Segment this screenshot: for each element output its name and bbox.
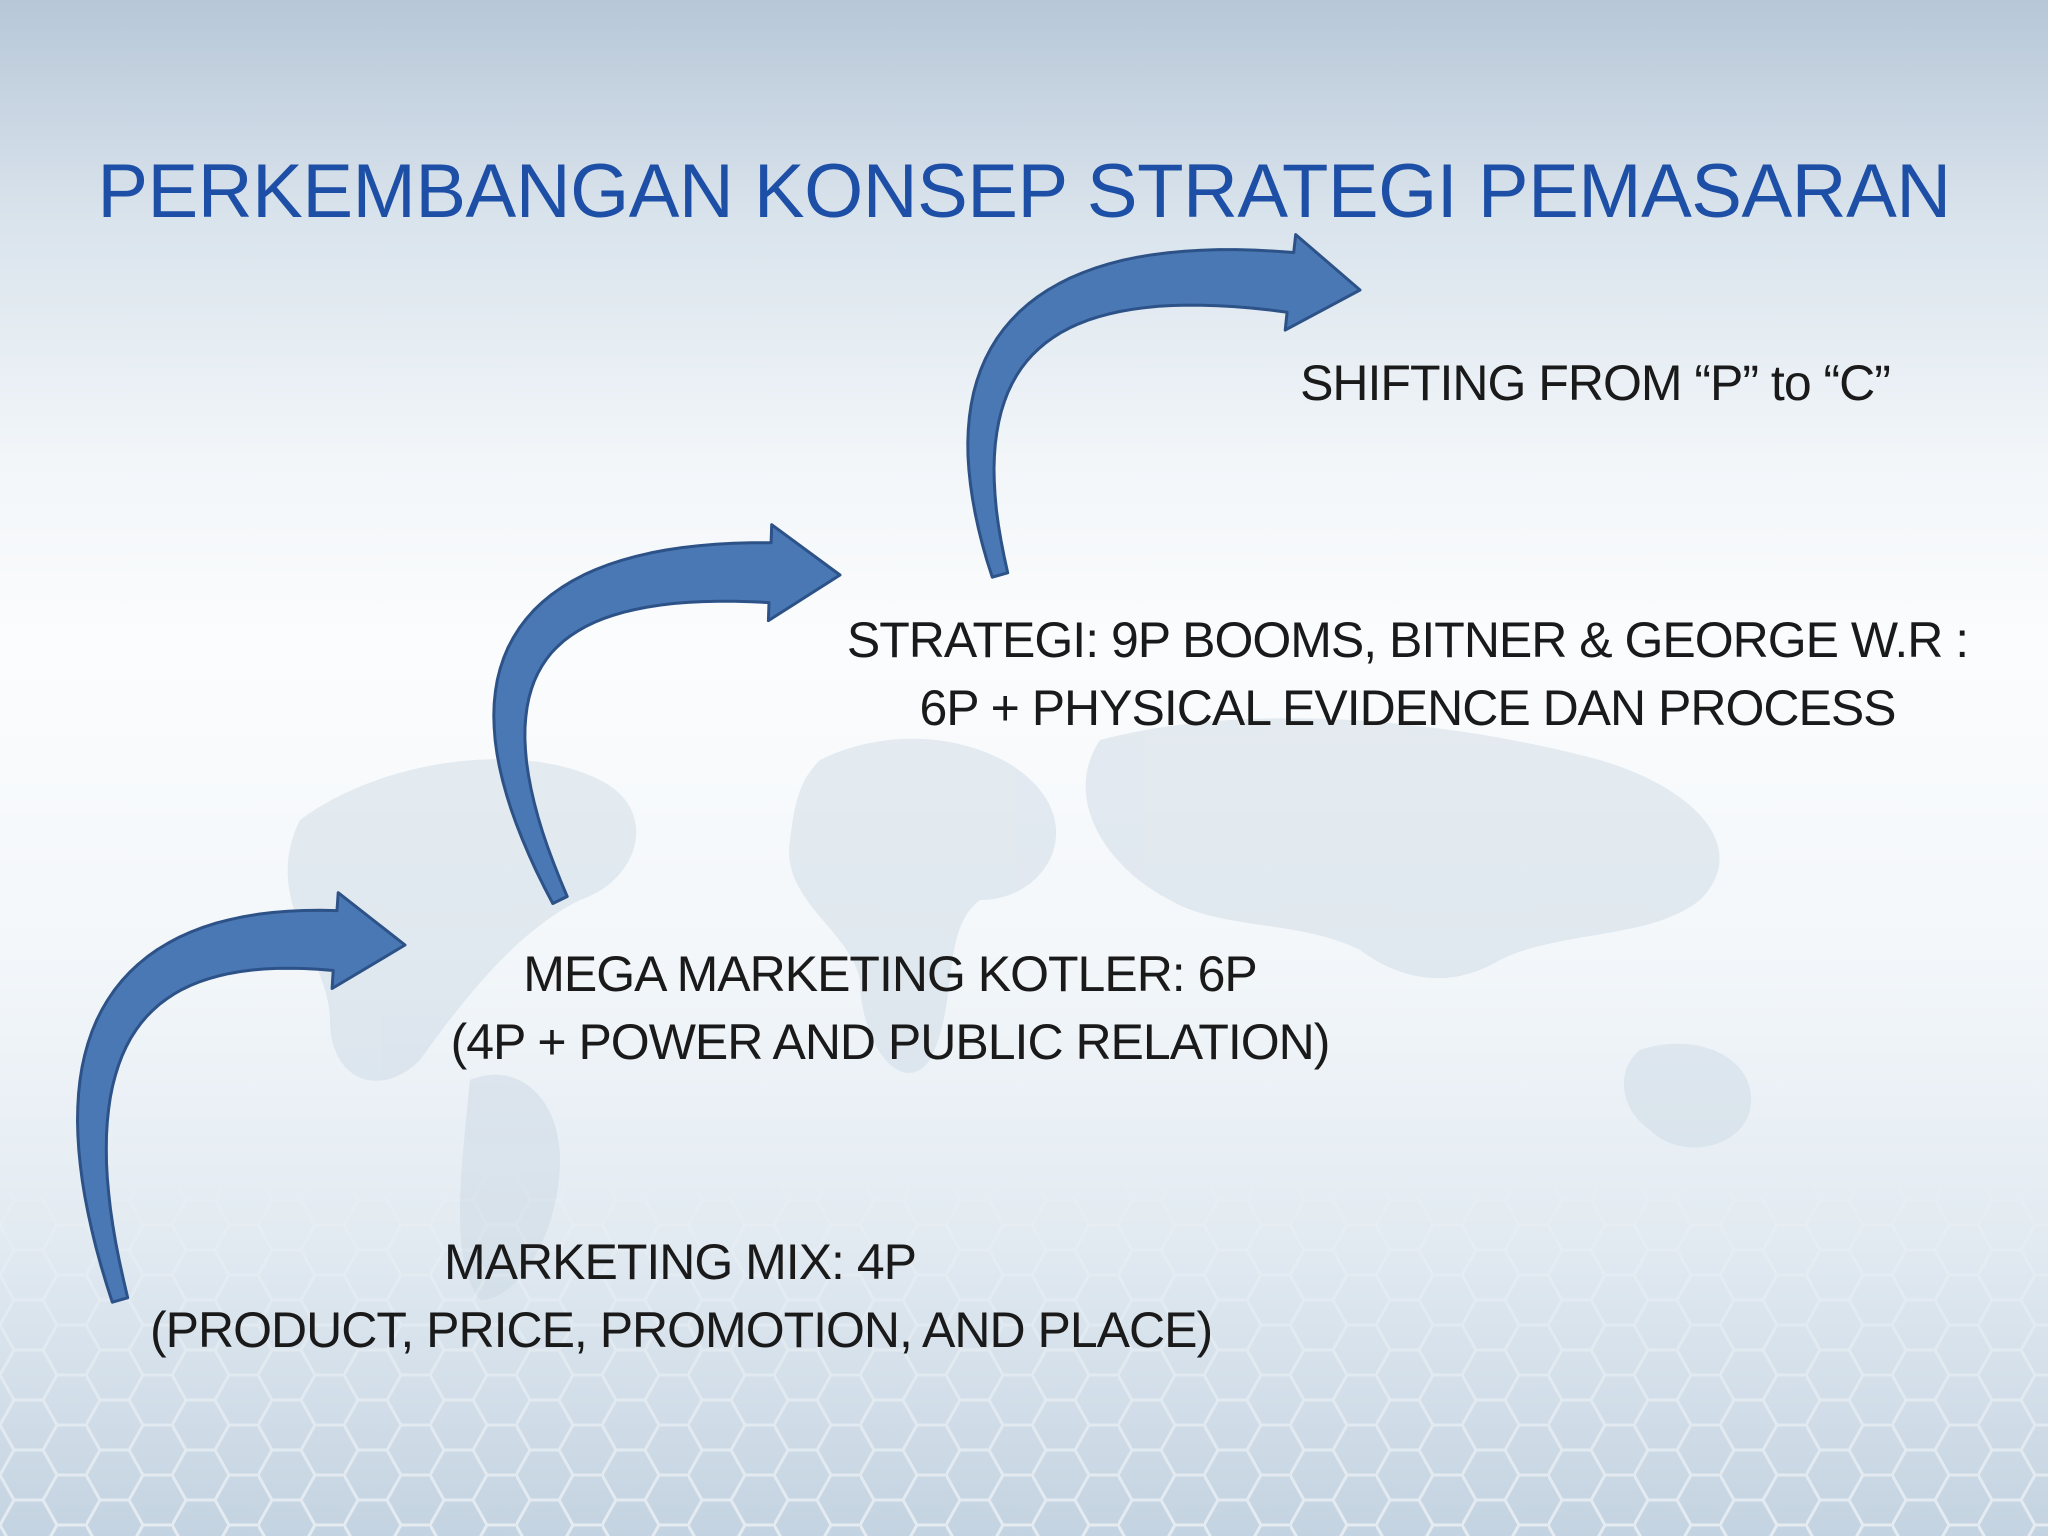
stage-mega-marketing: MEGA MARKETING KOTLER: 6P (4P + POWER AN… (440, 940, 1340, 1076)
stage-line: 6P + PHYSICAL EVIDENCE DAN PROCESS (919, 680, 1896, 736)
page-title: PERKEMBANGAN KONSEP STRATEGI PEMASARAN (97, 149, 1951, 234)
curved-arrow-icon (76, 891, 407, 1304)
curved-arrow-icon (492, 523, 842, 905)
stage-line: MARKETING MIX: 4P (444, 1234, 917, 1290)
stage-line: MEGA MARKETING KOTLER: 6P (523, 946, 1258, 1002)
stage-line: STRATEGI: 9P BOOMS, BITNER & GEORGE W.R … (846, 612, 1969, 668)
stage-line: (PRODUCT, PRICE, PROMOTION, AND PLACE) (150, 1302, 1213, 1358)
curved-arrow-icon (966, 233, 1362, 579)
world-map-watermark (287, 718, 1752, 1300)
stage-marketing-mix: MARKETING MIX: 4P (PRODUCT, PRICE, PROMO… (150, 1228, 1213, 1364)
stage-strategi-9p: STRATEGI: 9P BOOMS, BITNER & GEORGE W.R … (845, 606, 1970, 742)
stage-shifting: SHIFTING FROM “P” to “C” (1270, 349, 1920, 417)
stage-line: (4P + POWER AND PUBLIC RELATION) (450, 1014, 1331, 1070)
stage-line: SHIFTING FROM “P” to “C” (1300, 355, 1891, 411)
